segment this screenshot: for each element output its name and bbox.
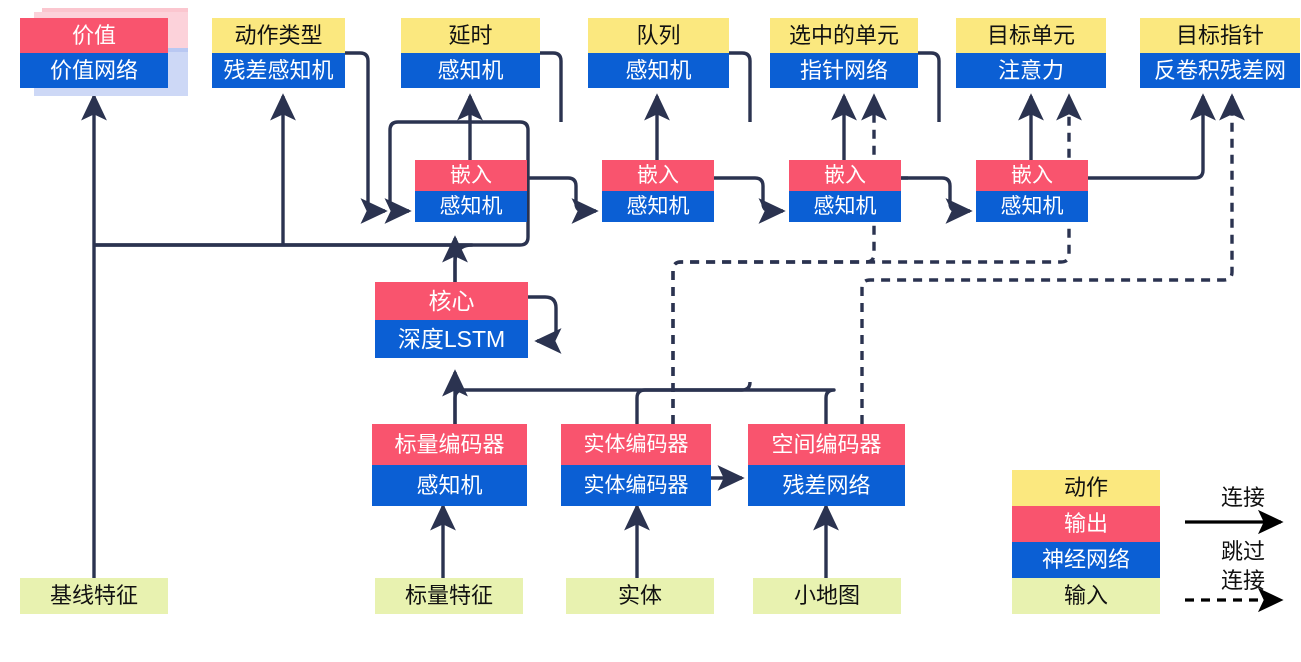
node-embed-2[interactable]: 嵌入 感知机 xyxy=(602,160,714,222)
node-action-type-network: 残差感知机 xyxy=(212,53,345,88)
node-embed-2-output: 嵌入 xyxy=(602,160,714,191)
legend-swatch-network: 神经网络 xyxy=(1012,542,1160,578)
legend-swatches: 动作 输出 神经网络 输入 xyxy=(1012,470,1160,614)
node-delay[interactable]: 延时 感知机 xyxy=(401,18,540,88)
node-spatial-encoder-network: 残差网络 xyxy=(748,465,905,506)
node-core[interactable]: 核心 深度LSTM xyxy=(375,282,528,358)
node-embed-4[interactable]: 嵌入 感知机 xyxy=(976,160,1088,222)
node-scalar-encoder-network: 感知机 xyxy=(372,465,527,506)
node-embed-4-network: 感知机 xyxy=(976,191,1088,222)
node-selected-units-action: 选中的单元 xyxy=(770,18,918,53)
node-action-type[interactable]: 动作类型 残差感知机 xyxy=(212,18,345,88)
node-queue-action: 队列 xyxy=(588,18,729,53)
node-core-network: 深度LSTM xyxy=(375,320,528,358)
legend-swatch-action: 动作 xyxy=(1012,470,1160,506)
node-embed-4-output: 嵌入 xyxy=(976,160,1088,191)
node-spatial-encoder[interactable]: 空间编码器 残差网络 xyxy=(748,424,905,506)
node-minimap[interactable]: 小地图 xyxy=(753,578,901,614)
node-baseline-features[interactable]: 基线特征 xyxy=(20,578,168,614)
node-embed-3-output: 嵌入 xyxy=(789,160,901,191)
legend-swatch-output: 输出 xyxy=(1012,506,1160,542)
node-scalar-features-label: 标量特征 xyxy=(375,578,523,614)
node-selected-units-network: 指针网络 xyxy=(770,53,918,88)
node-value-output: 价值 xyxy=(20,18,168,53)
node-target-point-action: 目标指针 xyxy=(1140,18,1300,53)
node-entity-encoder-output: 实体编码器 xyxy=(561,424,711,465)
node-embed-1-output: 嵌入 xyxy=(415,160,527,191)
node-embed-2-network: 感知机 xyxy=(602,191,714,222)
node-entity-encoder[interactable]: 实体编码器 实体编码器 xyxy=(561,424,711,506)
node-entities[interactable]: 实体 xyxy=(566,578,714,614)
node-core-output: 核心 xyxy=(375,282,528,320)
legend-skip-label-2: 连接 xyxy=(1220,568,1265,593)
legend-skip-label-1: 跳过 xyxy=(1220,539,1265,564)
node-queue[interactable]: 队列 感知机 xyxy=(588,18,729,88)
node-scalar-encoder-output: 标量编码器 xyxy=(372,424,527,465)
node-entities-label: 实体 xyxy=(566,578,714,614)
node-action-type-action: 动作类型 xyxy=(212,18,345,53)
node-target-unit-action: 目标单元 xyxy=(956,18,1106,53)
node-embed-1-network: 感知机 xyxy=(415,191,527,222)
node-delay-network: 感知机 xyxy=(401,53,540,88)
node-embed-1[interactable]: 嵌入 感知机 xyxy=(415,160,527,222)
node-scalar-features[interactable]: 标量特征 xyxy=(375,578,523,614)
node-spatial-encoder-output: 空间编码器 xyxy=(748,424,905,465)
node-queue-network: 感知机 xyxy=(588,53,729,88)
legend-swatch-input: 输入 xyxy=(1012,578,1160,614)
node-embed-3[interactable]: 嵌入 感知机 xyxy=(789,160,901,222)
node-value-network: 价值网络 xyxy=(20,53,168,88)
node-target-point[interactable]: 目标指针 反卷积残差网 xyxy=(1140,18,1300,88)
legend-connection-label: 连接 xyxy=(1220,485,1265,510)
node-target-unit-network: 注意力 xyxy=(956,53,1106,88)
node-target-point-network: 反卷积残差网 xyxy=(1140,53,1300,88)
node-scalar-encoder[interactable]: 标量编码器 感知机 xyxy=(372,424,527,506)
node-value[interactable]: 价值 价值网络 xyxy=(20,18,168,88)
node-minimap-label: 小地图 xyxy=(753,578,901,614)
node-target-unit[interactable]: 目标单元 注意力 xyxy=(956,18,1106,88)
node-entity-encoder-network: 实体编码器 xyxy=(561,465,711,506)
node-delay-action: 延时 xyxy=(401,18,540,53)
node-baseline-features-label: 基线特征 xyxy=(20,578,168,614)
node-selected-units[interactable]: 选中的单元 指针网络 xyxy=(770,18,918,88)
legend-arrows: 连接 跳过 连接 xyxy=(1185,478,1301,614)
node-embed-3-network: 感知机 xyxy=(789,191,901,222)
